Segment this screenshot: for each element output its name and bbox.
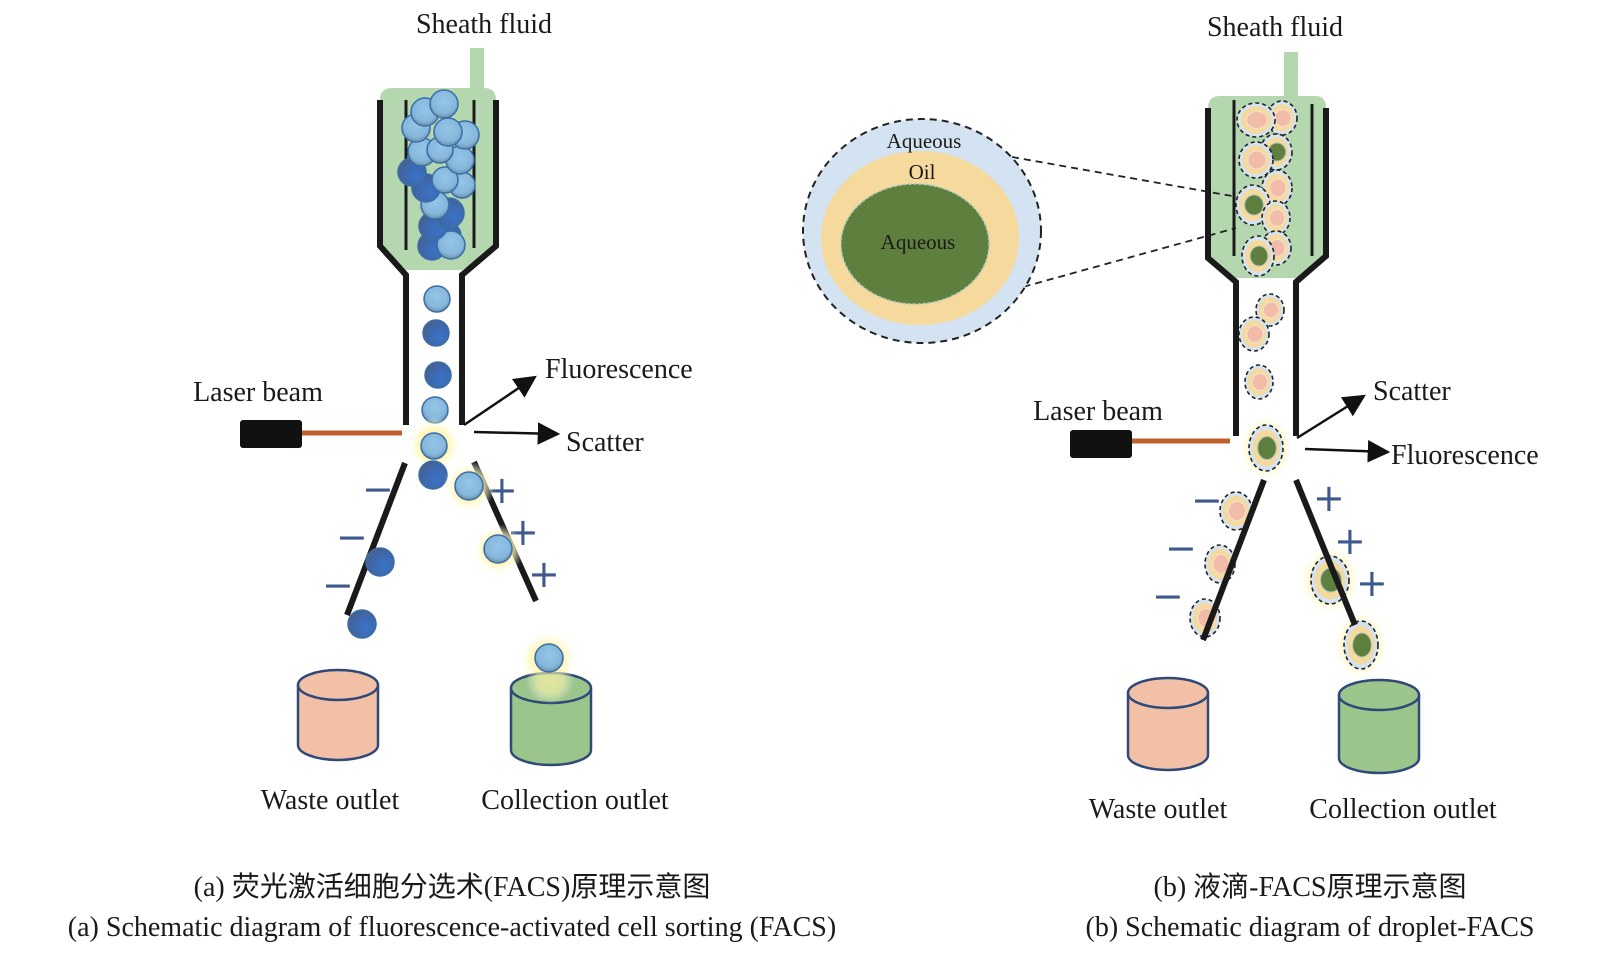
laser-beam-label: Laser beam bbox=[1033, 396, 1163, 427]
negative-sign: − bbox=[1191, 478, 1223, 522]
inset-oil-label: Oil bbox=[909, 160, 936, 184]
sheath-fluid-label: Sheath fluid bbox=[416, 9, 552, 40]
droplet-negative bbox=[1236, 102, 1276, 138]
laser-beam-label: Laser beam bbox=[193, 377, 323, 408]
droplet-inset: Aqueous Oil Aqueous bbox=[802, 118, 1042, 344]
positive-deflection-plate bbox=[1293, 478, 1358, 627]
scatter-label: Scatter bbox=[566, 427, 644, 458]
fluorescence-arrow bbox=[1304, 440, 1391, 463]
collection-outlet-container bbox=[1337, 678, 1421, 775]
droplet-positive bbox=[1235, 184, 1271, 226]
nozzle-wall-right bbox=[1293, 108, 1329, 436]
positive-sign: + bbox=[1356, 561, 1388, 605]
droplets bbox=[1189, 100, 1390, 681]
negative-deflection-plate bbox=[1200, 478, 1267, 642]
panel-b: Sheath fluid Aqueous Oil Aqueous Laser b… bbox=[802, 12, 1539, 825]
caption-a-en: (a) Schematic diagram of fluorescence-ac… bbox=[67, 912, 837, 943]
sheath-fluid-label: Sheath fluid bbox=[1207, 12, 1343, 43]
cell-cluster bbox=[397, 89, 480, 261]
inset-outer-aqueous-label: Aqueous bbox=[887, 129, 962, 153]
panel-a: Sheath fluid bbox=[193, 9, 693, 816]
positive-sign: + bbox=[528, 552, 560, 596]
nozzle-wall-left bbox=[1205, 108, 1239, 436]
negative-cell bbox=[365, 547, 395, 577]
sheath-inlet bbox=[470, 48, 484, 93]
collection-outlet-label: Collection outlet bbox=[1309, 794, 1497, 825]
inset-callout-line bbox=[1011, 156, 1233, 197]
nozzle-wall-left bbox=[377, 100, 409, 425]
droplet-negative bbox=[1238, 316, 1270, 352]
negative-sign: − bbox=[336, 515, 368, 559]
droplet-positive bbox=[1332, 609, 1390, 681]
droplet-negative bbox=[1244, 364, 1274, 400]
laser-source bbox=[240, 420, 302, 448]
negative-sign: − bbox=[322, 563, 354, 607]
droplet-negative bbox=[1255, 293, 1285, 327]
droplet-negative bbox=[1238, 141, 1274, 179]
caption-a-zh: (a) 荧光激活细胞分选术(FACS)原理示意图 bbox=[193, 872, 711, 903]
collected-cell bbox=[534, 643, 564, 673]
fluorescence-label: Fluorescence bbox=[1391, 440, 1539, 471]
scatter-arrow bbox=[1296, 394, 1366, 440]
negative-sign: − bbox=[1165, 526, 1197, 570]
collection-outlet-label: Collection outlet bbox=[481, 785, 669, 816]
droplet-positive bbox=[1237, 413, 1295, 483]
laser-source bbox=[1070, 430, 1132, 458]
nozzle-wall-right bbox=[459, 100, 499, 425]
positive-sign: + bbox=[1313, 476, 1345, 520]
negative-cell bbox=[347, 609, 377, 639]
negative-sign: − bbox=[362, 467, 394, 511]
droplet-negative bbox=[1261, 169, 1293, 207]
scatter-label: Scatter bbox=[1373, 376, 1451, 407]
droplet-negative bbox=[1261, 200, 1291, 236]
channel-cells bbox=[421, 285, 452, 424]
collection-outlet-container bbox=[509, 630, 593, 767]
fluorescence-arrow bbox=[463, 375, 537, 427]
caption-b-zh: (b) 液滴-FACS原理示意图 bbox=[1153, 872, 1467, 903]
negative-sign: − bbox=[1152, 574, 1184, 618]
positive-sign: + bbox=[1334, 519, 1366, 563]
cell bbox=[418, 460, 448, 490]
droplet-negative bbox=[1204, 544, 1236, 584]
scatter-arrow bbox=[473, 422, 561, 445]
inset-callout-line bbox=[1011, 227, 1237, 291]
positive-cell bbox=[454, 471, 484, 501]
negative-deflection-plate bbox=[344, 461, 408, 617]
inset-inner-aqueous-label: Aqueous bbox=[881, 230, 956, 254]
waste-outlet-container bbox=[296, 668, 380, 762]
positive-cell bbox=[483, 534, 513, 564]
waste-outlet-container bbox=[1126, 676, 1210, 772]
droplet-positive bbox=[1241, 235, 1275, 277]
fluorescence-label: Fluorescence bbox=[545, 354, 693, 385]
detected-cell bbox=[420, 432, 448, 460]
waste-outlet-label: Waste outlet bbox=[1089, 794, 1228, 825]
sheath-inlet bbox=[1284, 52, 1298, 98]
caption-b-en: (b) Schematic diagram of droplet-FACS bbox=[1085, 912, 1535, 943]
waste-outlet-label: Waste outlet bbox=[261, 785, 400, 816]
